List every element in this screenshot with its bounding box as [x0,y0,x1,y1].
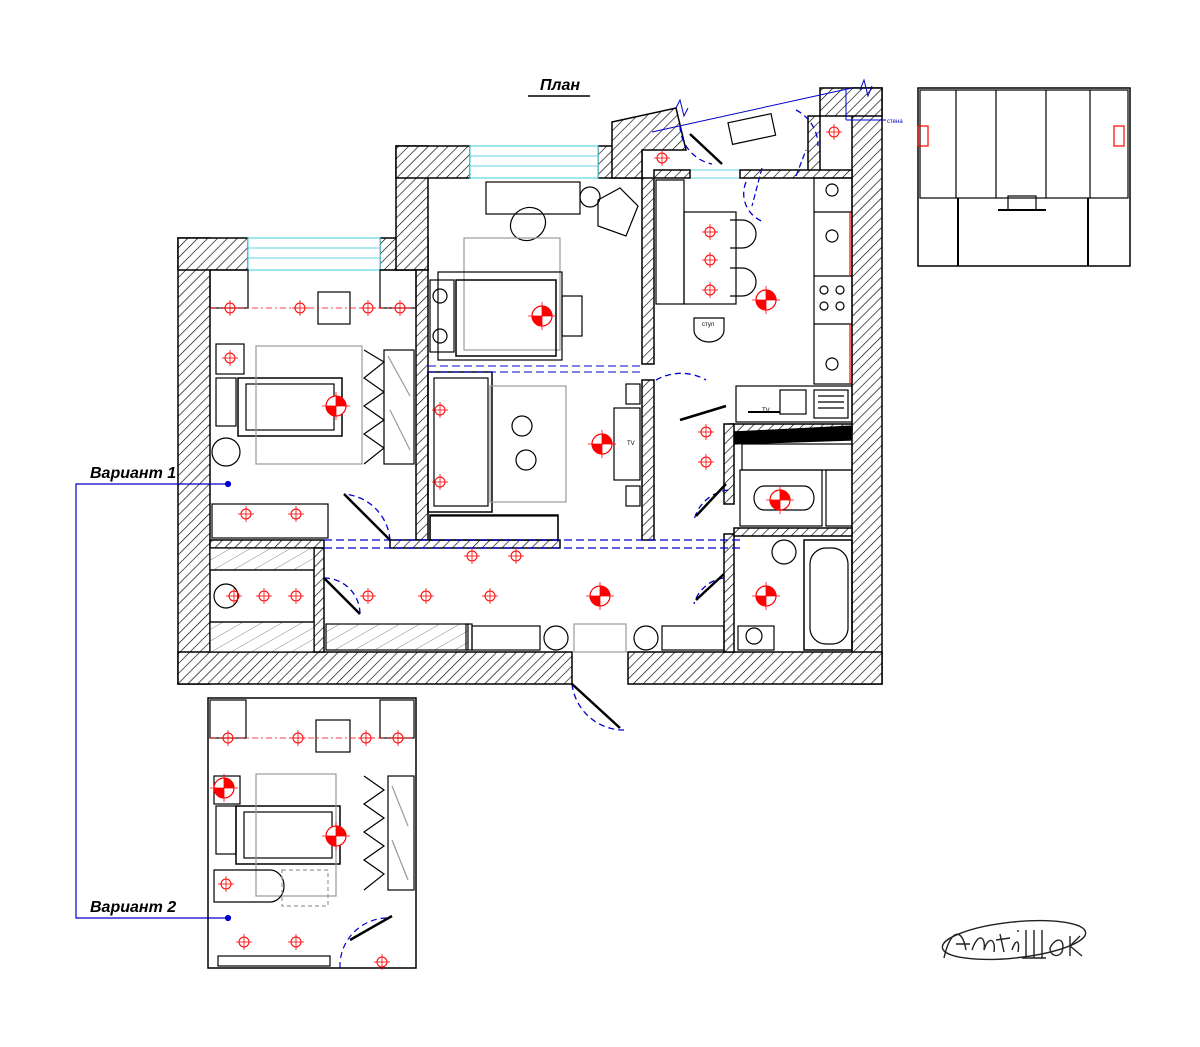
entry-area [727,112,807,207]
plan-title: План [528,77,590,97]
variant-leaders [75,480,232,922]
corridor [209,539,740,653]
bedroom-variant-1 [209,269,417,539]
tv-label-living: TV [627,441,635,447]
kitchen-room [655,177,853,423]
door-leaves [323,133,727,729]
variant-2-label: Вариант 2 [90,899,176,916]
variant-2-lights [209,729,407,971]
bathrooms [733,425,853,651]
wall-label: стена [887,119,903,125]
windows [247,145,741,271]
wardrobe-elevation-detail [917,87,1131,267]
bedroom-variant-2 [207,697,417,969]
door-swings [323,109,819,731]
chair-label: стул [702,322,715,328]
interior-walls [209,115,853,653]
tv-label-kitchen: TV [762,408,770,414]
variant-1-label: Вариант 1 [90,465,176,482]
signature [941,919,1087,961]
svg-text:План: План [540,77,580,94]
living-room [427,365,642,541]
office-room [429,181,639,361]
break-marks [651,78,886,133]
outer-walls [177,87,883,685]
